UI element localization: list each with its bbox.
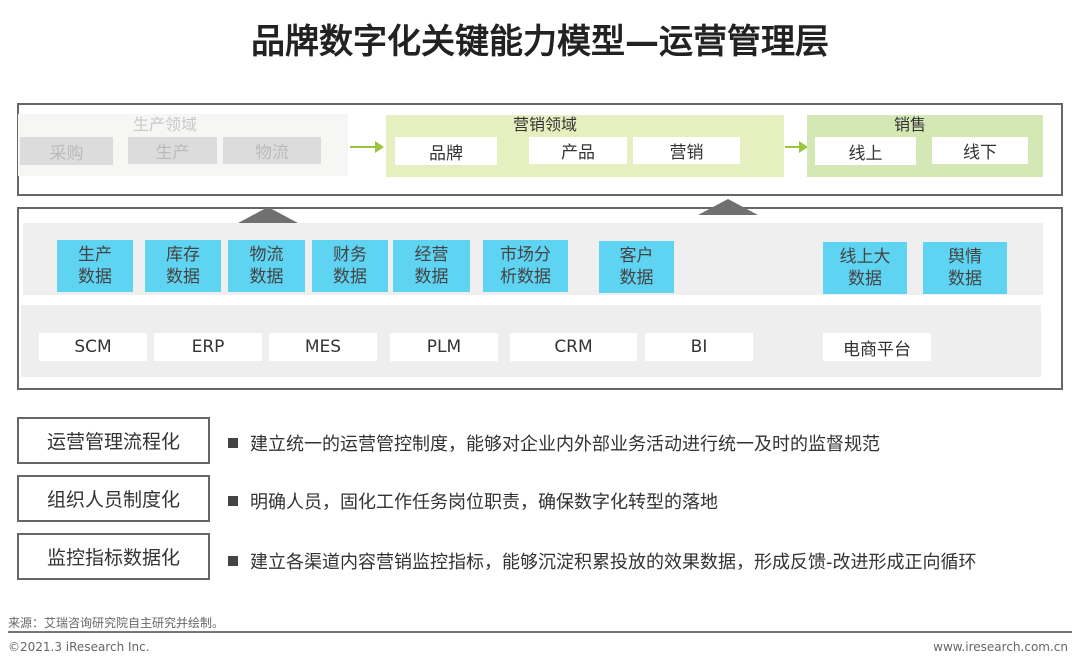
up-triangle-icon: [698, 199, 758, 215]
bullet-icon: [228, 556, 238, 566]
row-text: 建立各渠道内容营销监控指标，能够沉淀积累投放的效果数据，形成反馈-改进形成正向循…: [250, 552, 977, 573]
bullet-icon: [228, 438, 238, 448]
system-item: PLM: [390, 333, 498, 361]
marketing-item: 品牌: [395, 137, 497, 165]
production-item: 采购: [20, 137, 113, 165]
bullet-icon: [228, 496, 238, 506]
system-item: CRM: [510, 333, 637, 361]
arrow-icon: [350, 141, 384, 153]
source-note: 来源：艾瑞咨询研究院自主研究并绘制。: [8, 616, 225, 630]
marketing-item: 营销: [633, 137, 740, 164]
sales-item: 线上: [815, 137, 916, 165]
data-item: 市场分 析数据: [483, 240, 568, 292]
sales-label: 销售: [893, 115, 926, 134]
row-label: 运营管理流程化: [17, 417, 210, 464]
system-item: BI: [645, 333, 753, 361]
data-item: 线上大 数据: [823, 242, 907, 294]
system-item: 电商平台: [823, 333, 931, 361]
system-item: MES: [269, 333, 377, 361]
footer-divider: [8, 631, 1072, 633]
data-item: 财务 数据: [312, 240, 388, 292]
production-label: 生产领域: [132, 115, 197, 134]
system-item: SCM: [39, 333, 147, 361]
data-item: 舆情 数据: [923, 242, 1007, 294]
data-item: 物流 数据: [228, 240, 305, 292]
production-item: 生产: [128, 137, 217, 164]
data-item: 库存 数据: [145, 240, 221, 292]
website: www.iresearch.com.cn: [933, 640, 1068, 654]
sales-item: 线下: [932, 137, 1028, 164]
row-text: 建立统一的运营管控制度，能够对企业内外部业务活动进行统一及时的监督规范: [250, 434, 880, 455]
marketing-item: 产品: [529, 137, 627, 164]
data-item: 经营 数据: [393, 240, 470, 292]
data-item: 生产 数据: [57, 240, 133, 292]
copyright: ©2021.3 iResearch Inc.: [8, 640, 150, 654]
row-text: 明确人员，固化工作任务岗位职责，确保数字化转型的落地: [250, 492, 718, 513]
row-description: 建立统一的运营管控制度，能够对企业内外部业务活动进行统一及时的监督规范: [228, 430, 880, 456]
arrow-icon: [785, 141, 808, 153]
production-item: 物流: [223, 137, 321, 164]
data-item: 客户 数据: [599, 241, 674, 293]
row-description: 建立各渠道内容营销监控指标，能够沉淀积累投放的效果数据，形成反馈-改进形成正向循…: [228, 548, 977, 574]
up-triangle-icon: [238, 207, 298, 223]
row-label: 监控指标数据化: [17, 533, 210, 580]
page-title: 品牌数字化关键能力模型—运营管理层: [251, 22, 829, 62]
row-description: 明确人员，固化工作任务岗位职责，确保数字化转型的落地: [228, 488, 718, 514]
system-item: ERP: [154, 333, 262, 361]
marketing-label: 营销领域: [512, 115, 577, 134]
row-label: 组织人员制度化: [17, 475, 210, 522]
